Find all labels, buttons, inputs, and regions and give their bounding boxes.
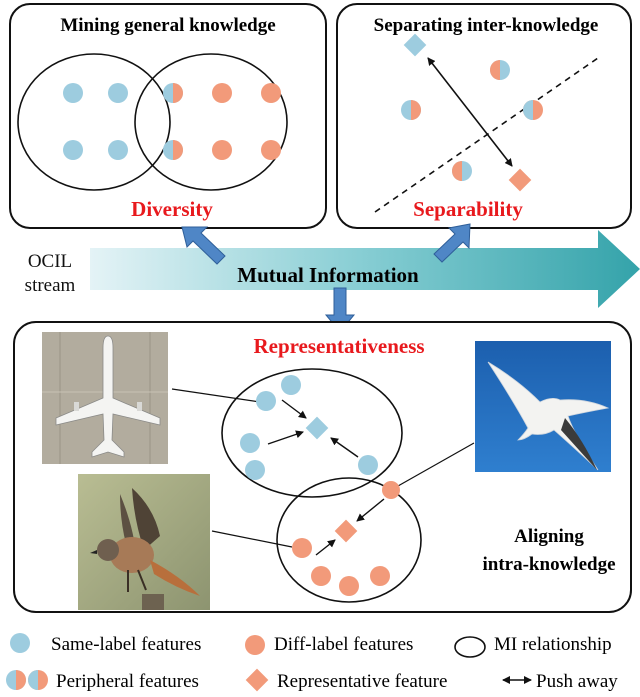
- small-bird-photo: [78, 474, 210, 610]
- aligning-panel: Representativeness Aligning intra-knowle…: [13, 321, 632, 613]
- representativeness-label: Representativeness: [253, 334, 424, 358]
- same-label-dot: [63, 140, 83, 160]
- ocil-stream-label-1: OCIL: [28, 251, 72, 272]
- airplane-photo: [42, 332, 168, 464]
- legend-representative-icon: [245, 668, 269, 692]
- peripheral-dot: [452, 161, 472, 181]
- same-label-dot: [245, 460, 265, 480]
- peripheral-dot: [401, 100, 421, 120]
- push-away-arrow: [427, 57, 513, 167]
- align-arrow: [281, 399, 307, 419]
- align-arrow: [267, 430, 304, 445]
- legend-diff-label-icon: [245, 635, 265, 655]
- venn-left-ellipse: [17, 53, 171, 191]
- mining-panel: Mining general knowledge Diversity: [9, 3, 327, 229]
- diff-label-dot: [292, 538, 312, 558]
- separability-up-arrow: [433, 223, 471, 263]
- legend-peripheral-icon-2: [28, 670, 48, 690]
- same-label-dot: [63, 83, 83, 103]
- mutual-information-arrow: Mutual Information: [90, 230, 640, 308]
- image-link-line: [397, 442, 475, 487]
- diff-label-dot: [212, 140, 232, 160]
- venn-right-ellipse: [134, 53, 288, 191]
- image-link-line: [171, 388, 261, 403]
- diversity-up-arrow: [181, 226, 226, 265]
- representative-diamond-salmon: [334, 519, 358, 543]
- mining-title: Mining general knowledge: [60, 15, 275, 36]
- align-arrow: [356, 498, 385, 522]
- aligning-title-1: Aligning: [514, 526, 584, 547]
- diff-label-dot: [382, 481, 400, 499]
- diff-label-dot: [370, 566, 390, 586]
- align-arrow: [330, 437, 359, 458]
- legend-mi-relationship-icon: [454, 636, 486, 658]
- seagull-photo: [475, 341, 611, 472]
- ocil-stream-label-2: stream: [25, 275, 76, 296]
- same-label-dot: [240, 433, 260, 453]
- peripheral-dot: [490, 60, 510, 80]
- seagull-icon: [487, 361, 610, 471]
- legend-representative: Representative feature: [277, 671, 447, 692]
- legend: Same-label features Diff-label features …: [6, 633, 618, 692]
- representative-diamond-blue: [305, 416, 329, 440]
- diff-label-dot: [339, 576, 359, 596]
- same-label-dot: [108, 83, 128, 103]
- bird-icon: [90, 488, 200, 610]
- same-label-dot: [358, 455, 378, 475]
- diversity-label: Diversity: [131, 197, 213, 221]
- diff-label-dot: [261, 140, 281, 160]
- diff-label-dot: [311, 566, 331, 586]
- legend-push-away: Push away: [536, 671, 618, 692]
- same-label-dot: [281, 375, 301, 395]
- separating-title: Separating inter-knowledge: [374, 15, 599, 36]
- legend-same-label: Same-label features: [51, 634, 201, 655]
- aligning-title-2: intra-knowledge: [483, 554, 616, 575]
- peripheral-dot: [163, 83, 183, 103]
- legend-mi-relationship: MI relationship: [494, 634, 612, 655]
- mi-ellipse-blue-class: [221, 368, 403, 498]
- legend-peripheral-icon-1: [6, 670, 26, 690]
- mi-ellipse-salmon-class: [276, 477, 422, 603]
- image-link-line: [211, 530, 293, 548]
- legend-same-label-icon: [10, 633, 30, 653]
- airplane-icon: [55, 335, 161, 458]
- legend-diff-label: Diff-label features: [274, 634, 413, 655]
- separating-panel: Separating inter-knowledge Separability: [336, 3, 632, 229]
- diff-label-dot: [261, 83, 281, 103]
- separability-label: Separability: [413, 197, 523, 221]
- diff-label-dot: [212, 83, 232, 103]
- same-label-dot: [108, 140, 128, 160]
- mutual-information-label: Mutual Information: [237, 263, 419, 287]
- align-arrow: [315, 539, 336, 556]
- peripheral-dot: [163, 140, 183, 160]
- same-label-dot: [256, 391, 276, 411]
- legend-peripheral: Peripheral features: [56, 671, 199, 692]
- peripheral-dot: [523, 100, 543, 120]
